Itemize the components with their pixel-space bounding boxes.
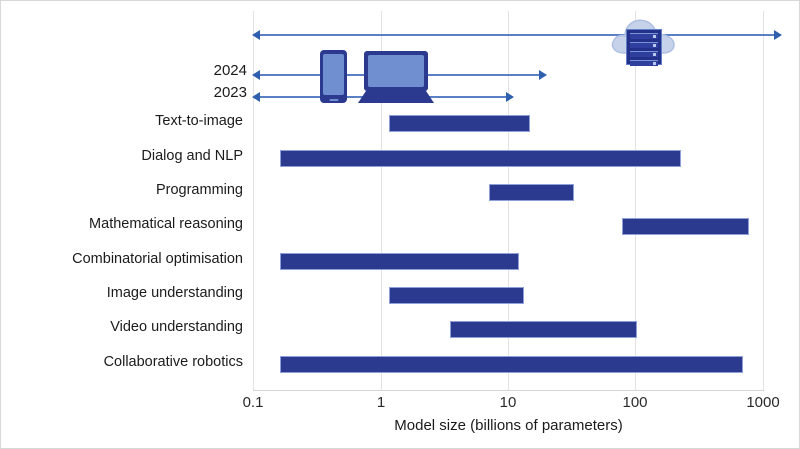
category-label-combinatorial-optimisation: Combinatorial optimisation bbox=[72, 251, 243, 267]
category-label-video-understanding: Video understanding bbox=[110, 319, 243, 335]
phone-icon bbox=[320, 50, 347, 103]
category-label-collaborative-robotics: Collaborative robotics bbox=[103, 354, 243, 370]
gridline-10 bbox=[508, 11, 509, 391]
server-rack-row bbox=[630, 60, 658, 66]
year-label-2024: 2024 bbox=[213, 62, 247, 79]
bar-image-understanding bbox=[389, 287, 524, 304]
gridline-100 bbox=[635, 11, 636, 391]
category-label-image-understanding: Image understanding bbox=[106, 285, 243, 301]
laptop-screen bbox=[368, 55, 424, 87]
server-rack-row bbox=[630, 33, 658, 39]
x-tick-0.1: 0.1 bbox=[242, 394, 264, 411]
gridline-0.1 bbox=[253, 11, 254, 391]
category-label-mathematical-reasoning: Mathematical reasoning bbox=[89, 216, 243, 232]
x-axis-title: Model size (billions of parameters) bbox=[394, 417, 623, 434]
server-rack-row bbox=[630, 51, 658, 57]
laptop-icon bbox=[358, 51, 434, 103]
datacentre-arrow-right-head bbox=[774, 30, 782, 40]
server-rack-icon bbox=[626, 29, 662, 66]
laptop-base bbox=[358, 91, 434, 103]
x-tick-1000: 1000 bbox=[746, 394, 780, 411]
datacentre-arrow-line bbox=[259, 34, 777, 36]
year-2024-arrow-right-head bbox=[539, 70, 547, 80]
x-axis-baseline bbox=[253, 390, 764, 391]
phone-screen bbox=[323, 54, 344, 95]
category-label-dialog-and-nlp: Dialog and NLP bbox=[141, 148, 243, 164]
x-tick-100: 100 bbox=[622, 394, 648, 411]
category-axis-labels: Text-to-image Dialog and NLP Programming… bbox=[1, 1, 243, 448]
gridline-1000 bbox=[763, 11, 764, 391]
bar-collaborative-robotics bbox=[280, 356, 743, 373]
x-tick-1: 1 bbox=[376, 394, 386, 411]
datacentre-arrow-left-head bbox=[252, 30, 260, 40]
year-2023-arrow-left-head bbox=[252, 92, 260, 102]
laptop-lid bbox=[364, 51, 428, 91]
bar-video-understanding bbox=[450, 321, 637, 338]
x-tick-10: 10 bbox=[499, 394, 517, 411]
cloud-server-icon bbox=[608, 11, 680, 69]
plot-area bbox=[253, 11, 764, 391]
bar-programming bbox=[489, 184, 574, 201]
phone-home-indicator bbox=[329, 99, 338, 101]
gridline-1 bbox=[381, 11, 382, 391]
bar-dialog-and-nlp bbox=[280, 150, 681, 167]
bar-mathematical-reasoning bbox=[622, 218, 749, 235]
bar-combinatorial-optimisation bbox=[280, 253, 519, 270]
bar-text-to-image bbox=[389, 115, 530, 132]
year-2024-arrow-left-head bbox=[252, 70, 260, 80]
category-label-programming: Programming bbox=[155, 182, 243, 198]
year-2023-arrow-right-head bbox=[506, 92, 514, 102]
year-label-2023: 2023 bbox=[213, 84, 247, 101]
server-rack-row bbox=[630, 42, 658, 48]
category-label-text-to-image: Text-to-image bbox=[155, 113, 243, 129]
